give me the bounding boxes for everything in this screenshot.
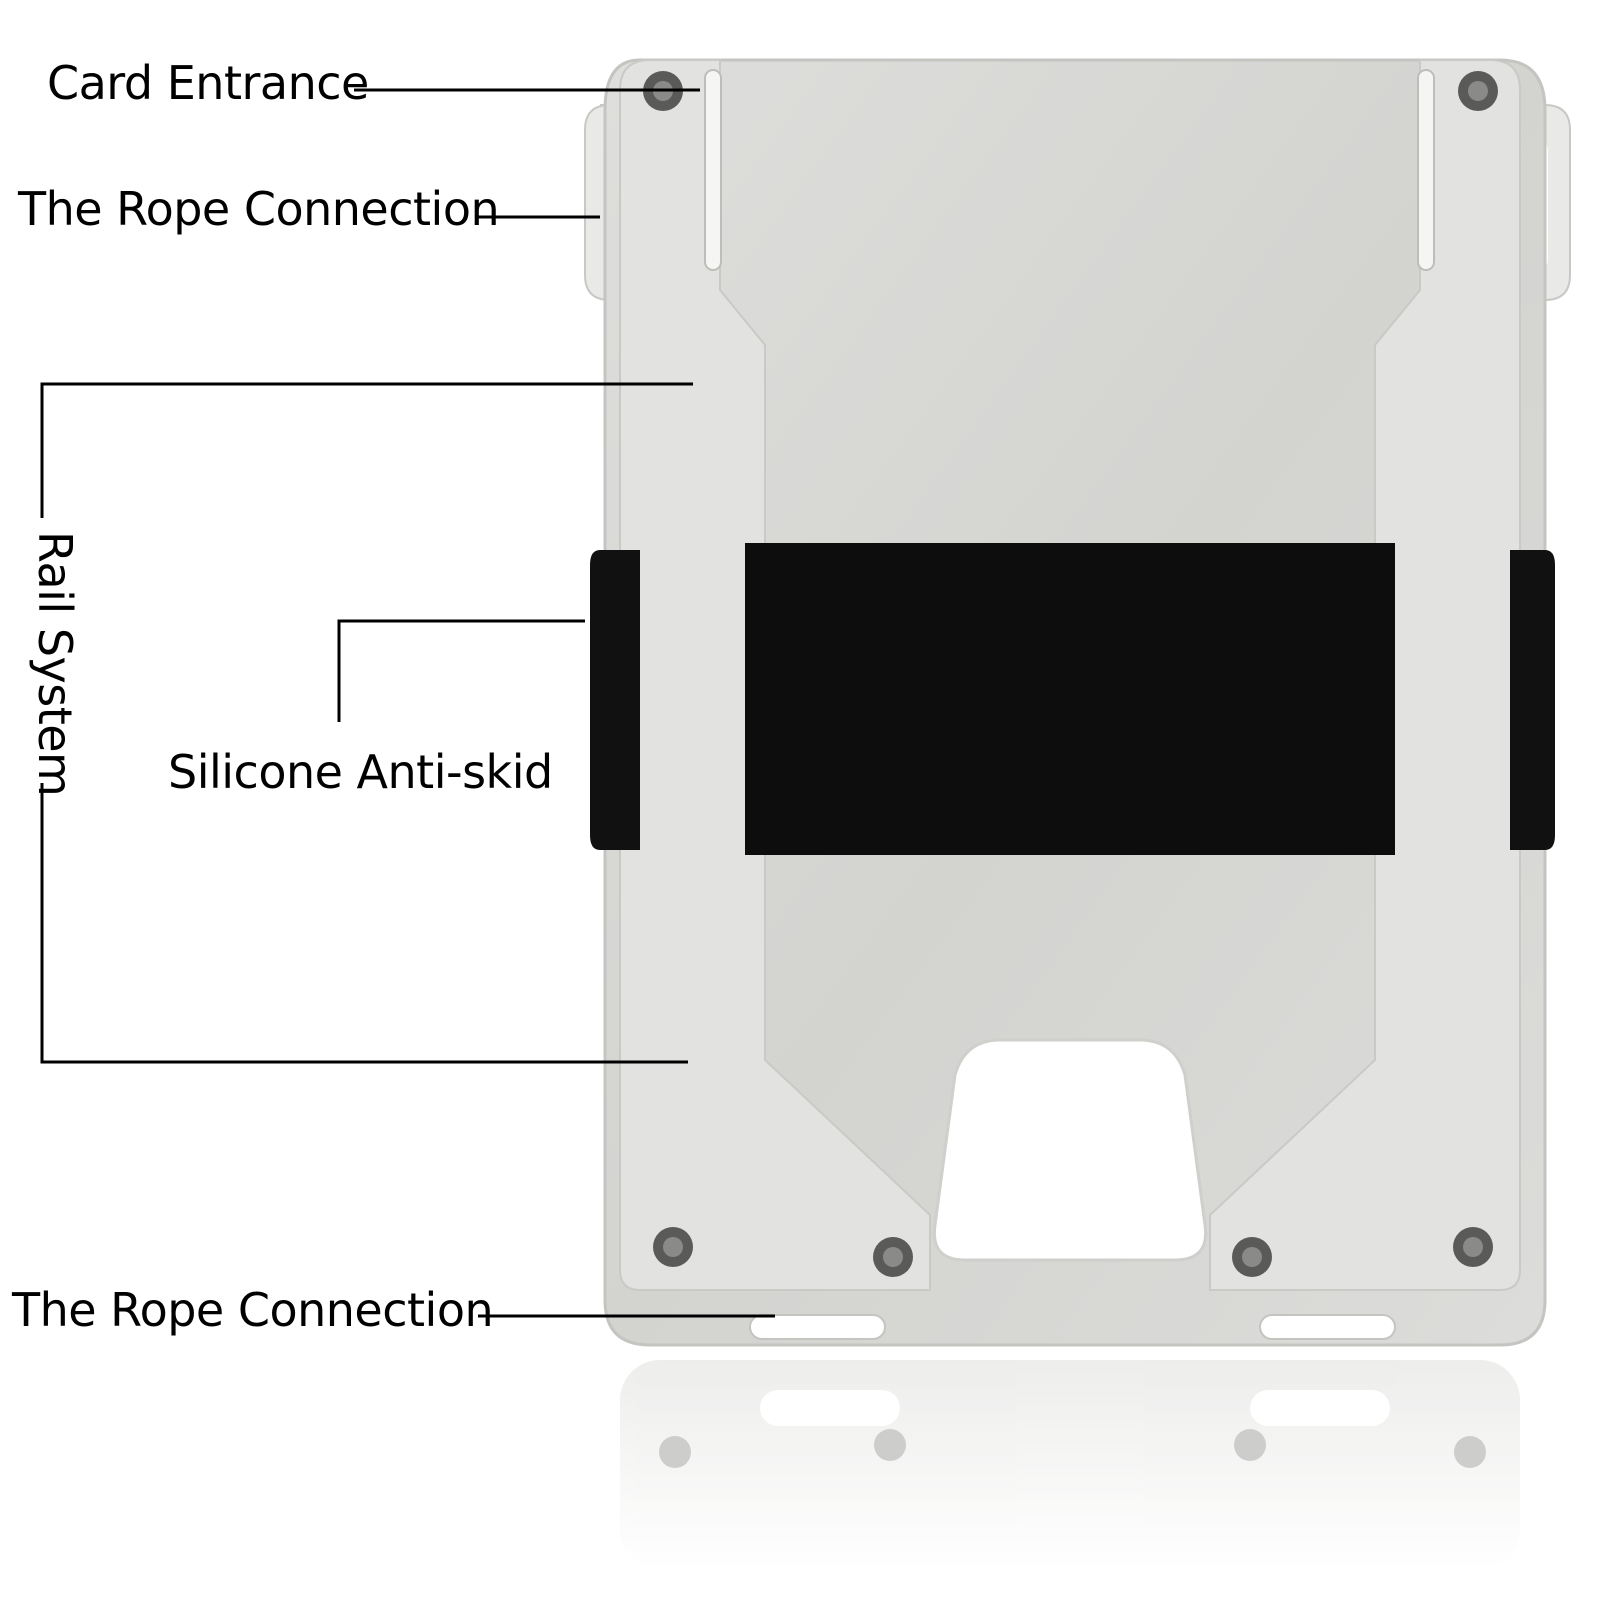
- leader-rail-system-bottom: [40, 783, 688, 1064]
- screw-bottom-right: [1453, 1227, 1493, 1267]
- screw-bottom-left: [653, 1227, 693, 1267]
- screw-bottom-mid-left: [873, 1237, 913, 1277]
- screw-bottom-mid-right: [1232, 1237, 1272, 1277]
- rope-connection-bottom-label: The Rope Connection: [12, 1283, 494, 1337]
- card-entrance-label: Card Entrance: [47, 56, 369, 110]
- leader-rail-system: [40, 382, 693, 518]
- wallet-reflection: [620, 1360, 1520, 1570]
- silicone-anti-skid-label: Silicone Anti-skid: [168, 745, 553, 799]
- rope-connection-top-label: The Rope Connection: [18, 182, 500, 236]
- leader-silicone: [337, 619, 585, 722]
- rail-system-label: Rail System: [28, 531, 82, 797]
- leader-lines: [40, 88, 775, 1318]
- silicone-band: [590, 543, 1555, 855]
- screw-top-right: [1458, 71, 1498, 111]
- screws: [643, 71, 1498, 1277]
